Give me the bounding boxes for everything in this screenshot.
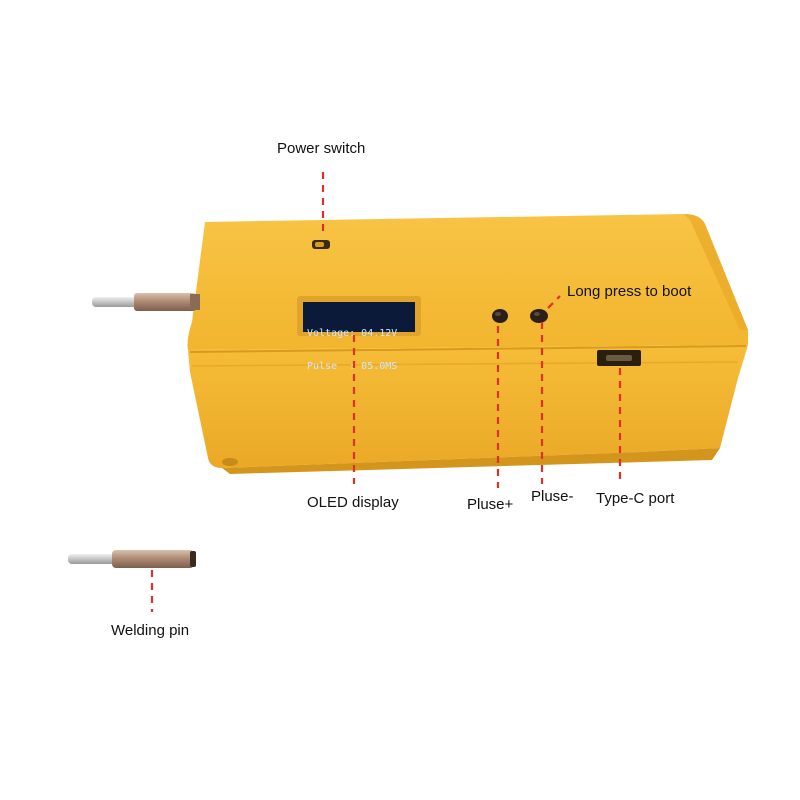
pulse-minus-button[interactable] (530, 309, 548, 323)
label-type-c: Type-C port (596, 490, 675, 507)
oled-text: Voltage: 04.12V Pulse : 05.0MS (307, 306, 411, 383)
label-long-press: Long press to boot (567, 283, 692, 300)
label-power-switch: Power switch (277, 140, 366, 157)
label-oled-display: OLED display (307, 494, 399, 511)
label-pulse-minus: Pluse- (531, 488, 574, 505)
pulse-plus-button[interactable] (492, 309, 508, 323)
oled-display (297, 296, 421, 336)
oled-line-pulse: Pulse : 05.0MS (307, 361, 398, 372)
attached-welding-pin (92, 293, 200, 311)
label-pulse-plus: Pluse+ (467, 496, 514, 513)
leader-lines (150, 172, 622, 612)
device-body (187, 214, 748, 474)
oled-line-voltage: Voltage: 04.12V (307, 328, 398, 339)
loose-welding-pin (68, 550, 196, 568)
label-welding-pin: Welding pin (111, 622, 190, 639)
type-c-port[interactable] (597, 350, 641, 366)
